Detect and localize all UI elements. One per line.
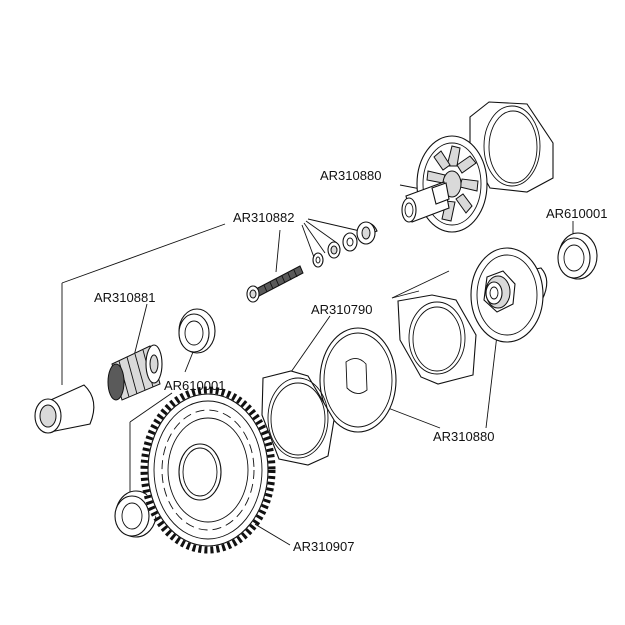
bottom-hub xyxy=(470,247,548,343)
hex-plate-middle xyxy=(397,294,477,385)
label-bottom-hub: AR310880 xyxy=(433,429,494,444)
hex-plate-top-right xyxy=(469,101,554,193)
top-hub xyxy=(401,135,488,233)
label-spur-gear: AR310907 xyxy=(293,539,354,554)
label-bearing-right: AR610001 xyxy=(546,206,607,221)
label-bearing-left: AR610001 xyxy=(164,378,225,393)
hex-plate-left xyxy=(261,370,335,466)
label-top-hub: AR310880 xyxy=(320,168,381,183)
round-plate-slotted xyxy=(319,327,397,433)
leader-lines xyxy=(61,184,574,546)
spur-gear xyxy=(140,386,276,554)
label-shaft: AR310881 xyxy=(94,290,155,305)
bushing xyxy=(34,384,95,434)
bearing-right xyxy=(557,232,598,280)
bearing-upper-left xyxy=(178,308,216,354)
part-labels: AR310880 AR310882 AR610001 AR310881 AR31… xyxy=(94,168,607,554)
label-screw-set: AR310882 xyxy=(233,210,294,225)
label-plates: AR310790 xyxy=(311,302,372,317)
screw-set xyxy=(246,221,378,303)
splined-shaft xyxy=(107,344,163,401)
